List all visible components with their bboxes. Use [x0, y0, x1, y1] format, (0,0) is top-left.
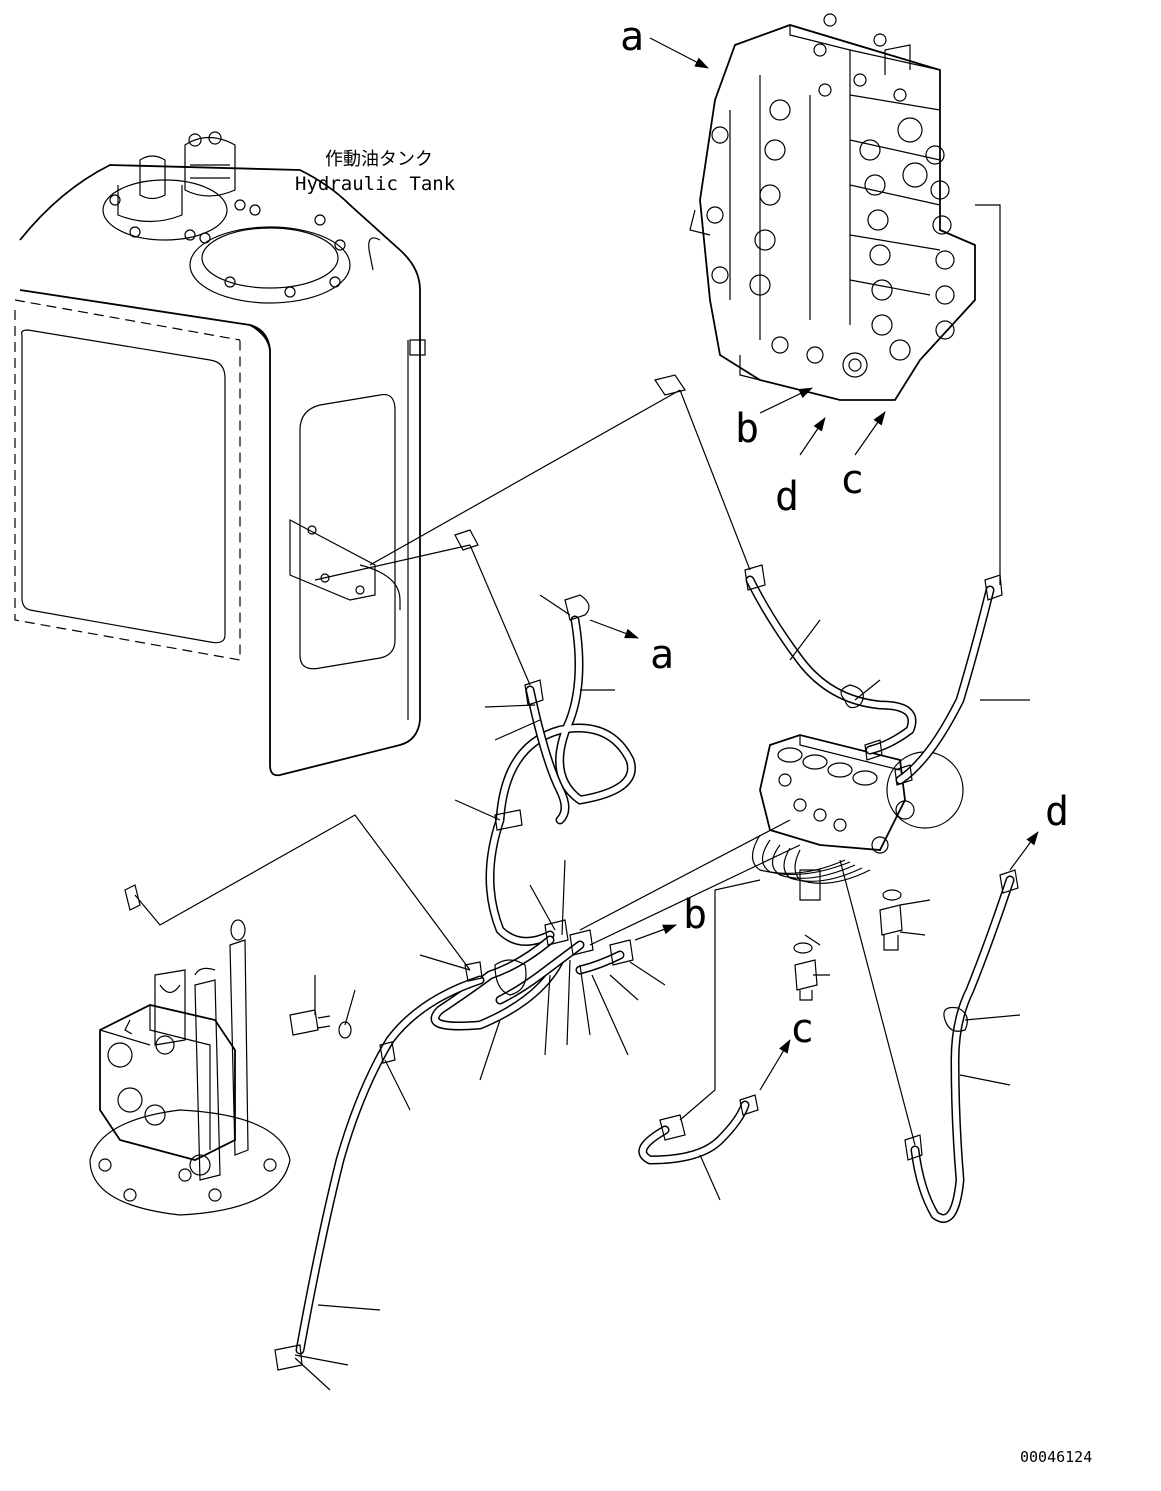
drawing-number: 00046124: [1020, 1448, 1092, 1466]
callout-a-mid: a: [650, 632, 674, 678]
callout-c-top: c: [840, 457, 864, 503]
callout-arrows: [589, 37, 1039, 1091]
sub-valve: [751, 734, 964, 901]
tank-label-japanese: 作動油タンク: [325, 149, 433, 170]
hydraulic-tank: 作動油タンク Hydraulic Tank: [14, 131, 456, 777]
main-control-valve: [689, 13, 976, 401]
callout-b-mid: b: [683, 892, 707, 938]
hoses: [274, 374, 1019, 1371]
callout-d-top: d: [775, 474, 799, 520]
swing-motor-valve: [89, 884, 291, 1216]
tank-label-english: Hydraulic Tank: [295, 173, 456, 195]
callout-d-mid: d: [1045, 789, 1069, 835]
callout-c-mid: c: [790, 1006, 814, 1052]
callout-labels: a b d c a b c d: [620, 14, 1069, 1052]
callout-b-top: b: [735, 406, 759, 452]
leader-lines: [134, 204, 1030, 1391]
valve-spools: [706, 13, 955, 378]
callout-a-top: a: [620, 14, 644, 60]
